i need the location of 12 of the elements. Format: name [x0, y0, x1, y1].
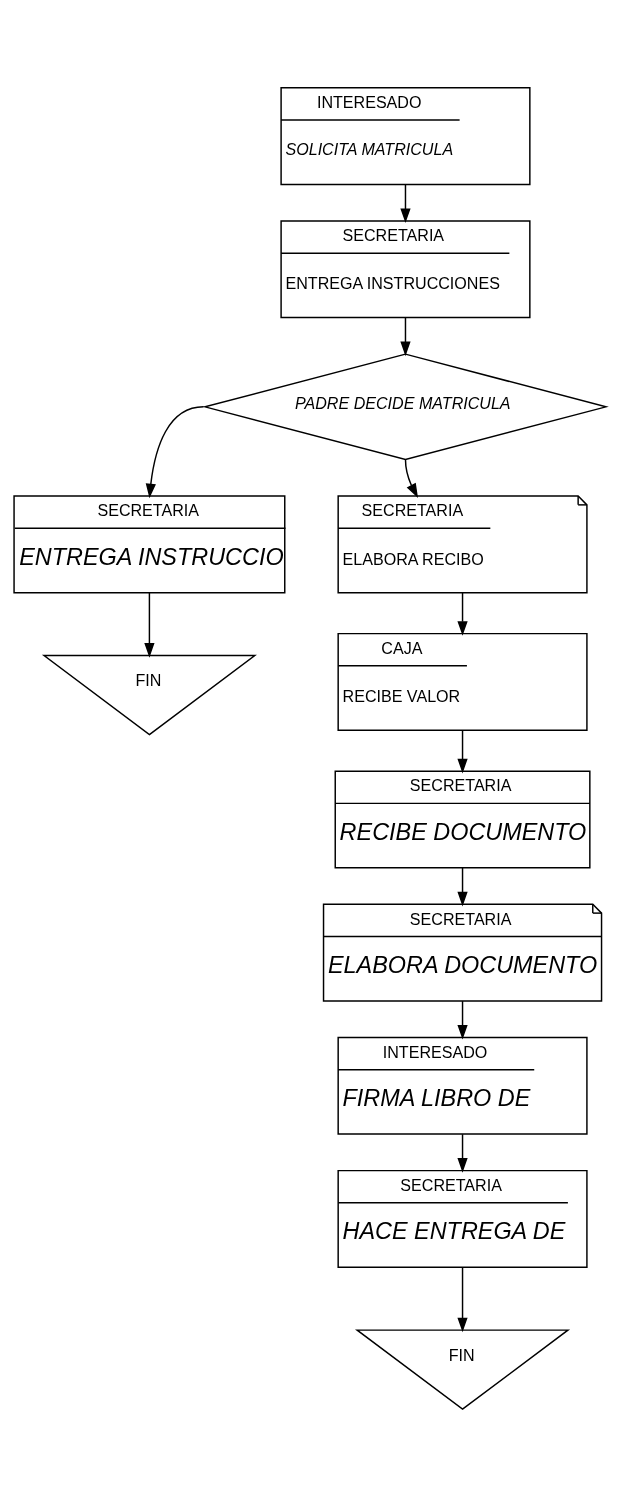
arrow [457, 1266, 468, 1332]
arrow [145, 405, 205, 498]
arrow [457, 866, 468, 906]
arrow [457, 591, 468, 636]
arrow [404, 458, 419, 498]
arrow [457, 729, 468, 773]
arrow [457, 999, 468, 1040]
arrow [400, 183, 411, 223]
arrow [400, 316, 411, 356]
arrow [144, 591, 155, 658]
arrow [457, 1133, 468, 1173]
node-diamond: PADRE DECIDE MATRICULA [202, 352, 609, 460]
